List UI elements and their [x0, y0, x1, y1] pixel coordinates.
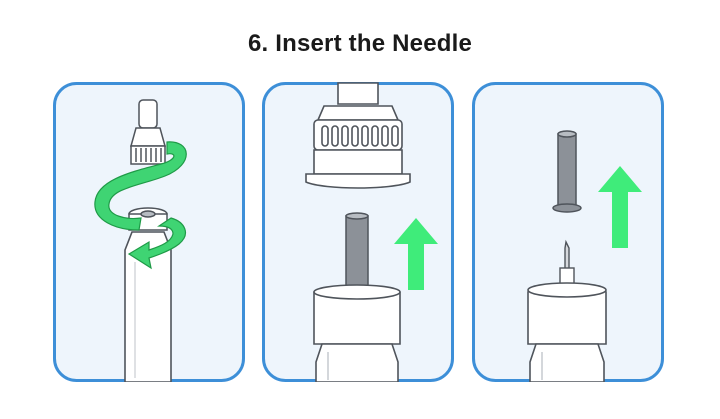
up-arrow-icon	[394, 218, 438, 290]
inner-needle-cap	[552, 130, 582, 213]
pen-body	[124, 231, 172, 382]
up-arrow-icon	[598, 166, 642, 248]
outer-needle-cap	[305, 82, 411, 189]
pen-cap	[130, 99, 166, 165]
pen-needle-cartridge	[313, 284, 401, 382]
panel-remove-inner-cap	[472, 82, 664, 382]
panel-twist-cap	[53, 82, 245, 382]
panel-attach-needle	[262, 82, 454, 382]
page-title: 6. Insert the Needle	[247, 30, 473, 57]
pen-needle-cartridge	[527, 282, 607, 382]
rotate-ribbon-icon	[94, 141, 187, 270]
